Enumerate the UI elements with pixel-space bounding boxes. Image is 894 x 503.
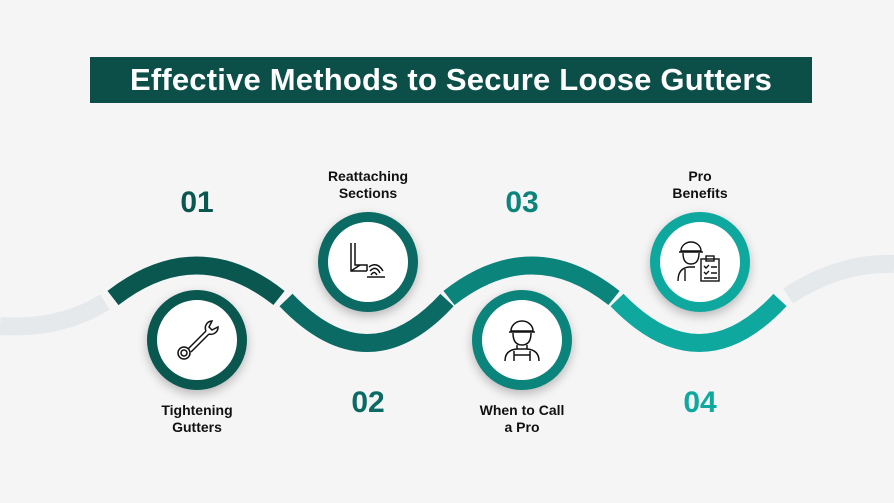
- label-line: a Pro: [504, 419, 540, 435]
- step-number-3: 03: [505, 186, 539, 219]
- label-line: Sections: [338, 185, 398, 201]
- step-number-2: 02: [351, 386, 385, 419]
- label-line: Reattaching: [327, 168, 409, 184]
- step-circle-2: [318, 212, 418, 312]
- arc-step-3: [443, 256, 620, 306]
- step-number-4: 04: [683, 386, 717, 419]
- label-line: Benefits: [672, 185, 728, 201]
- label-line: Gutters: [172, 419, 222, 435]
- wave-right-gray: [783, 254, 894, 304]
- step-circle-1: [147, 290, 247, 390]
- step-circle-4: [650, 212, 750, 312]
- gutter-downspout-icon: [350, 243, 385, 278]
- label-line: Tightening: [161, 402, 233, 418]
- label-line: Pro: [688, 168, 712, 184]
- arc-step-1: [107, 256, 285, 306]
- step-number-1: 01: [180, 186, 214, 219]
- arc-step-2: [279, 293, 454, 352]
- arc-step-4: [610, 293, 787, 352]
- label-line: When to Call: [479, 402, 565, 418]
- wrench-icon: [177, 320, 219, 360]
- worker-clipboard-icon: [677, 241, 720, 282]
- step-circle-3: [472, 290, 572, 390]
- wave-left-gray: [0, 294, 110, 336]
- page-title: Effective Methods to Secure Loose Gutter…: [90, 57, 812, 103]
- worker-icon: [504, 320, 540, 362]
